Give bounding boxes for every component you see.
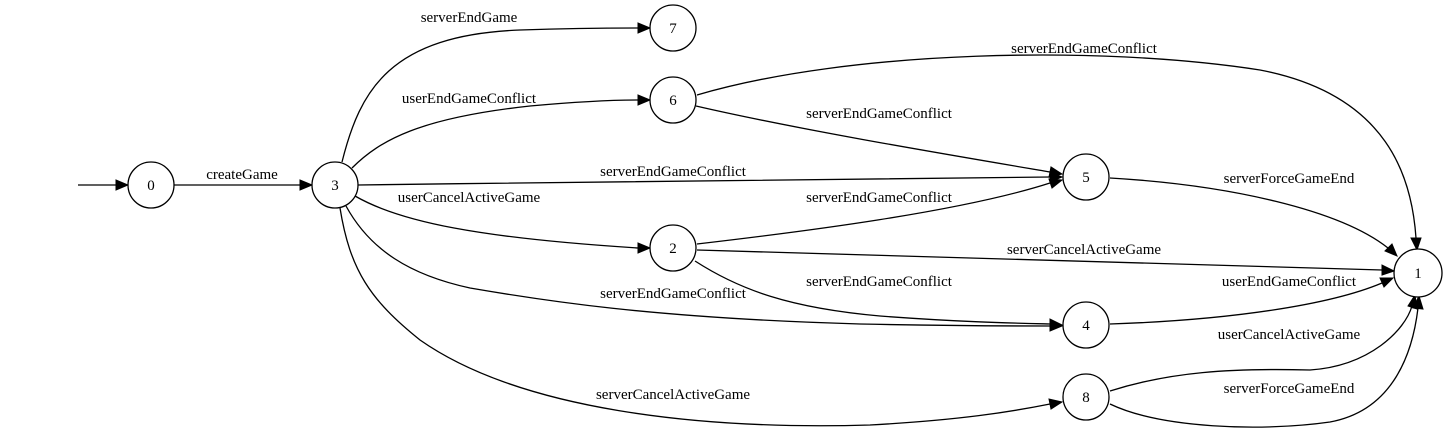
edge-label-serverEndGameConflict-3-4: serverEndGameConflict [600,286,747,302]
edge-label-serverEndGameConflict-2-5: serverEndGameConflict [806,190,953,206]
edge-label-serverEndGameConflict-6-5: serverEndGameConflict [806,106,953,122]
edge-6-5: serverEndGameConflict [695,105,1064,178]
node-label-2: 2 [669,241,677,257]
edge-5-1: serverForceGameEnd [1109,171,1398,257]
edge-2-5: serverEndGameConflict [696,178,1064,245]
edge-label-serverCancelActiveGame-2-1: serverCancelActiveGame [1007,242,1161,258]
edge-3-7: serverEndGame [341,10,652,163]
edge-label-serverEndGameConflict-3-5: serverEndGameConflict [600,164,747,180]
node-label-7: 7 [669,21,677,37]
edge-0-3: createGame [174,167,314,191]
node-7: 7 [649,4,697,52]
edge-2-1: serverCancelActiveGame [696,242,1396,276]
node-4: 4 [1062,301,1110,349]
edge-label-userCancelActiveGame-3-2: userCancelActiveGame [398,190,541,206]
edge-4-1: userEndGameConflict [1109,274,1395,325]
node-1: 1 [1393,248,1443,298]
edge-3-5: serverEndGameConflict [357,164,1064,186]
node-2: 2 [649,224,697,272]
edge-6-1: serverEndGameConflict [696,41,1422,252]
edge-label-createGame: createGame [206,167,278,183]
edge-3-2: userCancelActiveGame [354,190,652,254]
edge-label-userEndGameConflict-3-6: userEndGameConflict [402,91,537,107]
edge-3-6: userEndGameConflict [351,91,652,169]
node-label-3: 3 [331,178,339,194]
edge-3-8: serverCancelActiveGame [339,207,1064,427]
edge-label-serverEndGameConflict-6-1: serverEndGameConflict [1011,41,1158,57]
edge-label-serverForceGameEnd-5-1: serverForceGameEnd [1224,171,1355,187]
edge-label-serverForceGameEnd-8-1: serverForceGameEnd [1224,381,1355,397]
node-3: 3 [311,161,359,209]
edge-label-serverEndGameConflict-2-4: serverEndGameConflict [806,274,953,290]
node-label-4: 4 [1082,318,1090,334]
node-6: 6 [649,76,697,124]
edge-label-userCancelActiveGame-8-1: userCancelActiveGame [1218,327,1361,343]
edge-8-1b: serverForceGameEnd [1109,294,1424,428]
node-0: 0 [127,161,175,209]
node-label-0: 0 [147,178,155,194]
node-label-1: 1 [1414,266,1422,282]
node-label-8: 8 [1082,390,1090,406]
edge-label-serverEndGame: serverEndGame [421,10,518,26]
edge-2-4: serverEndGameConflict [694,260,1064,330]
node-label-5: 5 [1082,170,1090,186]
edge-label-userEndGameConflict-4-1: userEndGameConflict [1222,274,1357,290]
node-label-6: 6 [669,93,677,109]
node-8: 8 [1062,373,1110,421]
edge-3-4: serverEndGameConflict [345,205,1064,332]
edge-start-0 [78,179,130,191]
edge-8-1a: userCancelActiveGame [1109,293,1418,392]
edge-label-serverCancelActiveGame-3-8: serverCancelActiveGame [596,387,750,403]
node-5: 5 [1062,153,1110,201]
